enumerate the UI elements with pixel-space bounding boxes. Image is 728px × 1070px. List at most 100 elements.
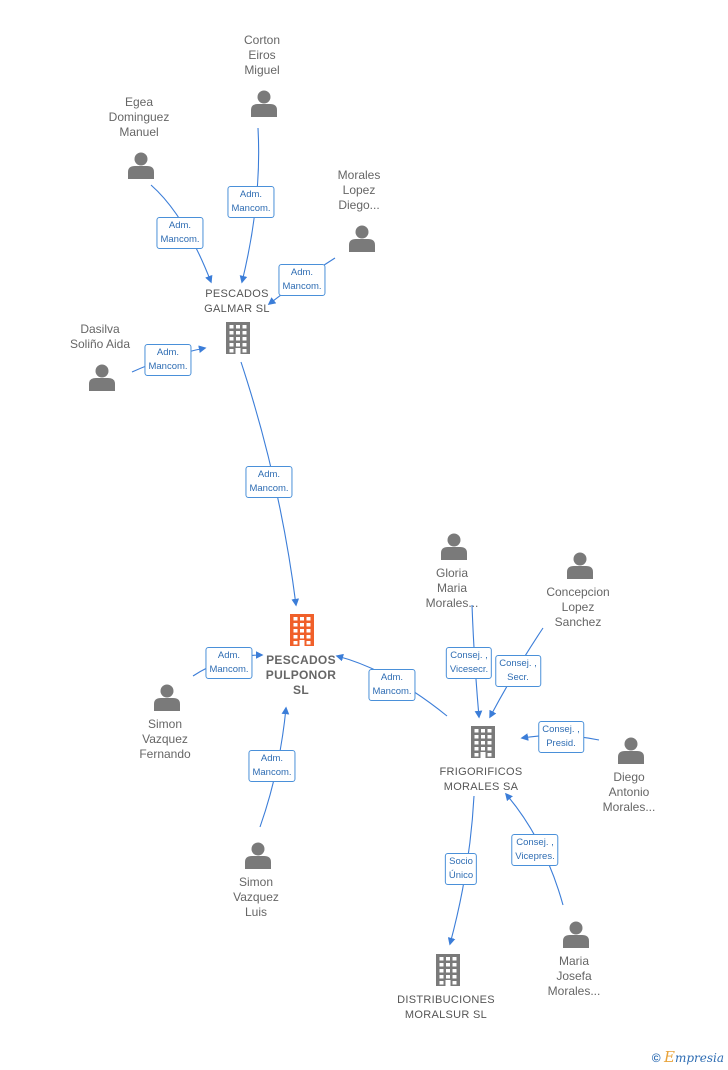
edge-label-line: Vicepres. [515, 851, 555, 862]
edge-label-corton-to-galmar[interactable]: Adm. Mancom. [227, 186, 275, 218]
edge-label-line: Adm. [168, 220, 192, 231]
node-label-line: PESCADOS [266, 653, 336, 667]
node-label-line: Diego [613, 770, 645, 784]
edge-label-morales_lopez-to-galmar[interactable]: Adm. Mancom. [278, 264, 326, 296]
edge-label-line: Mancom. [372, 686, 412, 697]
edge-label-line: Mancom. [252, 767, 292, 778]
person-icon-corton[interactable] [251, 90, 277, 118]
edge-label-line: Adm. [217, 650, 241, 661]
node-label-galmar[interactable]: PESCADOS GALMAR SL [204, 287, 270, 317]
node-label-line: Morales [337, 168, 381, 182]
node-label-line: Egea [124, 95, 154, 109]
edge-label-line: Adm. [239, 189, 263, 200]
node-label-line: MORALSUR SL [404, 1009, 488, 1021]
node-label-line: Corton [243, 33, 281, 47]
node-label-line: Miguel [244, 63, 280, 77]
person-icon-gloria[interactable] [441, 533, 467, 561]
edge-label-line: Mancom. [160, 234, 200, 245]
brand-rest: mpresia [674, 1051, 724, 1065]
person-icon-diego_antonio[interactable] [618, 737, 644, 765]
person-icon-morales_lopez[interactable] [349, 225, 375, 253]
node-label-line: Concepcion [546, 585, 610, 599]
edge-label-dasilva-to-galmar[interactable]: Adm. Mancom. [144, 344, 192, 376]
node-label-line: Eiros [248, 48, 276, 62]
node-label-line: Simon [238, 875, 273, 889]
edge-label-line: Socio [449, 856, 473, 867]
edge-label-line: Mancom. [231, 203, 271, 214]
node-label-line: Lopez [342, 183, 376, 197]
icons-layer [89, 90, 644, 986]
edge-label-gloria-to-frigorificos[interactable]: Consej. , Vicesecr. [445, 647, 493, 679]
node-label-line: Simon [147, 717, 182, 731]
node-label-moralsur[interactable]: DISTRIBUCIONES MORALSUR SL [397, 993, 495, 1023]
node-label-line: PESCADOS [205, 288, 269, 300]
edge-label-line: Consej. , [542, 724, 580, 735]
edge-label-line: Mancom. [282, 281, 322, 292]
edge-label-simon_luis-to-pulponor[interactable]: Adm. Mancom. [248, 750, 296, 782]
footer-brand: © Empresia [652, 1048, 724, 1066]
node-label-line: Gloria [435, 566, 468, 580]
person-icon-concepcion[interactable] [567, 552, 593, 580]
edge-label-line: Mancom. [148, 361, 188, 372]
edge-label-concepcion-to-frigorificos[interactable]: Consej. ,Secr. [495, 655, 541, 687]
node-label-line: Diego... [338, 198, 380, 212]
brand-initial: E [663, 1048, 675, 1066]
node-label-line: Fernando [139, 747, 191, 761]
person-icon-maria_josefa[interactable] [563, 921, 589, 949]
building-icon-galmar[interactable] [226, 322, 250, 354]
edge-label-line: Adm. [260, 753, 284, 764]
node-label-line: Manuel [119, 125, 159, 139]
edge-label-egea-to-galmar[interactable]: Adm. Mancom. [156, 217, 204, 249]
edge-label-line: Adm. [257, 469, 281, 480]
node-label-line: FRIGORIFICOS [439, 766, 523, 778]
building-icon-pulponor[interactable] [290, 614, 314, 646]
edge-label-line: Adm. [156, 347, 180, 358]
edge-label-line: Consej. , [450, 650, 488, 661]
edge-label-line: Adm. [290, 267, 314, 278]
node-label-line: Vazquez [142, 732, 188, 746]
node-label-line: Morales... [425, 596, 479, 610]
edge-label-line: Consej. , [516, 837, 554, 848]
edge-label-line: Vicesecr. [449, 664, 489, 675]
edge-label-maria_josefa-to-frigorificos[interactable]: Consej. , Vicepres. [511, 834, 559, 866]
node-label-line: Antonio [608, 785, 650, 799]
node-label-line: DISTRIBUCIONES [397, 994, 495, 1006]
node-label-line: PULPONOR [265, 668, 337, 682]
edge-label-simon_fernando-to-pulponor[interactable]: Adm.Mancom. [205, 647, 253, 679]
node-label-line: Lopez [561, 600, 595, 614]
node-label-line: Maria [436, 581, 467, 595]
edge-label-galmar-to-pulponor[interactable]: Adm. Mancom. [245, 466, 293, 498]
edge-label-diego_antonio-to-frigorificos[interactable]: Consej. , Presid. [538, 721, 584, 753]
edge-label-line: Adm. [380, 672, 404, 683]
building-icon-moralsur[interactable] [436, 954, 460, 986]
person-icon-simon_fernando[interactable] [154, 684, 180, 712]
person-icon-dasilva[interactable] [89, 364, 115, 392]
node-label-line: Morales... [602, 800, 656, 814]
edge-label-line: Mancom. [249, 483, 289, 494]
person-icon-egea[interactable] [128, 152, 154, 180]
node-label-line: GALMAR SL [204, 303, 270, 315]
node-label-line: Maria [558, 954, 589, 968]
node-label-line: Vazquez [233, 890, 279, 904]
edge-label-line: Presid. [546, 738, 576, 749]
node-label-line: Luis [244, 905, 267, 919]
building-icon-frigorificos[interactable] [471, 726, 495, 758]
person-icon-simon_luis[interactable] [245, 842, 271, 870]
edge-label-frigorificos-to-pulponor[interactable]: Adm. Mancom. [368, 669, 416, 701]
node-label-line: Soliño Aida [69, 337, 131, 351]
node-label-line: Sanchez [554, 615, 602, 629]
